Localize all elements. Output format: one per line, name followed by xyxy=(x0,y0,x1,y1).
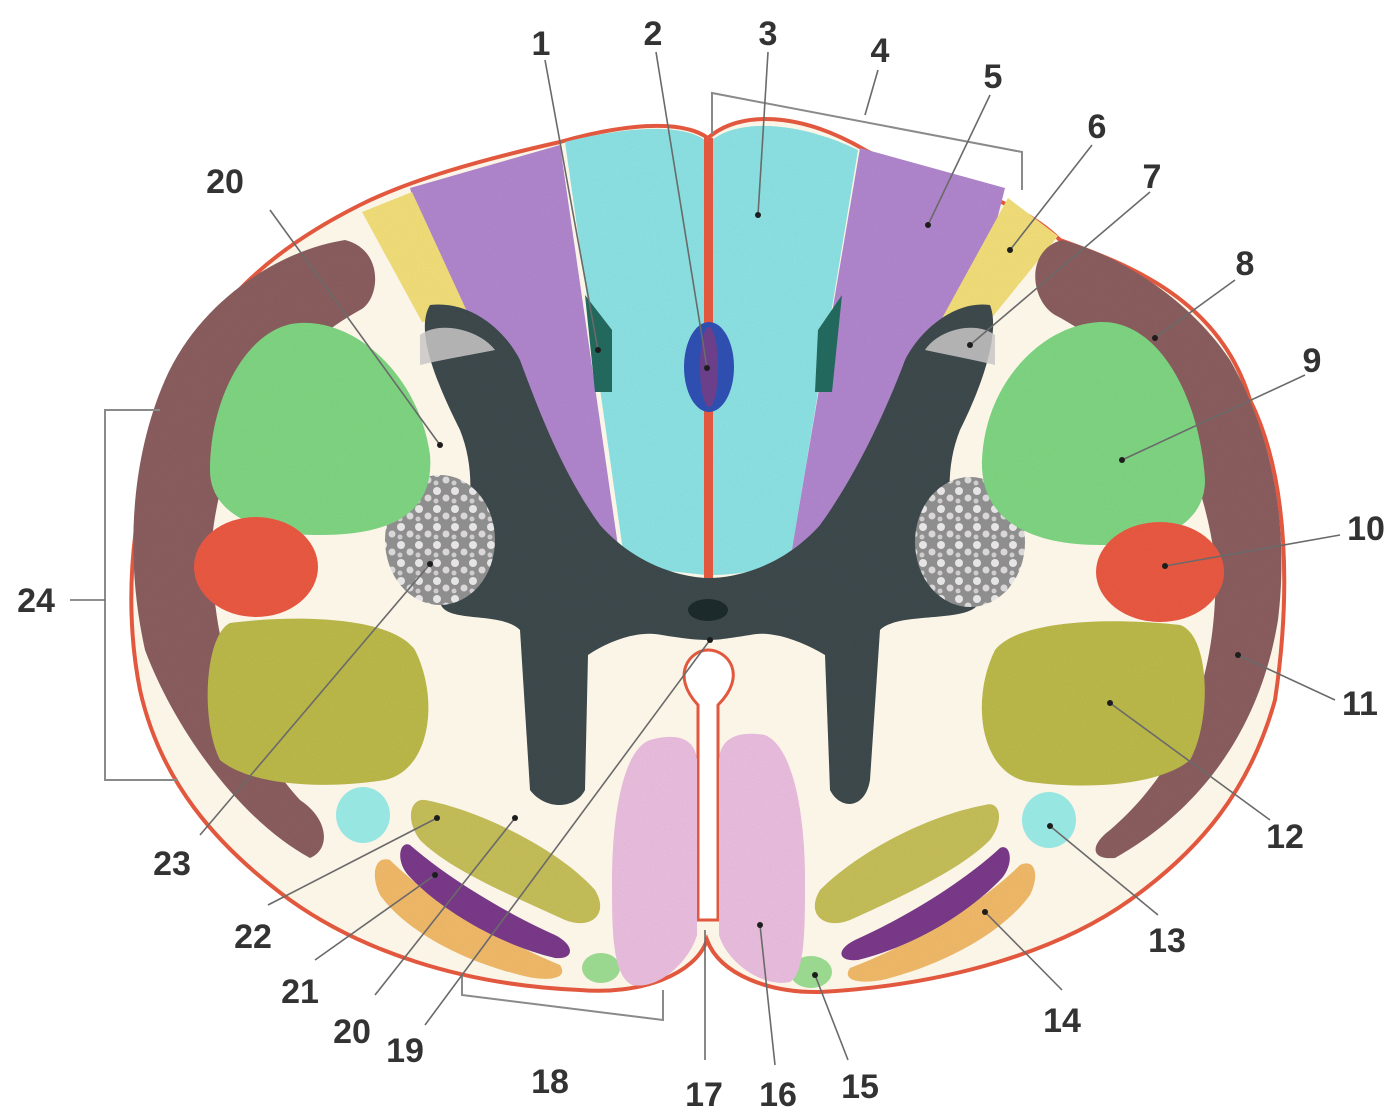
pointer-dot-8 xyxy=(1152,335,1158,341)
pointer-dot-23 xyxy=(427,561,433,567)
pointer-dot-22 xyxy=(434,815,440,821)
spinotectal-tract-right xyxy=(1022,792,1076,848)
label-2: 2 xyxy=(644,15,663,53)
pointer-dot-7 xyxy=(967,342,973,348)
label-21: 21 xyxy=(281,973,319,1011)
lateral-spinothalamic-tract-right xyxy=(982,621,1205,785)
pointer-dot-10 xyxy=(1162,563,1168,569)
label-10: 10 xyxy=(1347,510,1385,548)
pointer-dot-16 xyxy=(757,922,763,928)
label-24: 24 xyxy=(17,582,55,620)
label-4: 4 xyxy=(871,32,890,70)
label-8: 8 xyxy=(1236,245,1255,283)
rubrospinal-tract-right xyxy=(1096,522,1224,622)
label-1: 1 xyxy=(532,25,551,63)
pointer-dot-19 xyxy=(707,637,713,643)
pointer-dot-21 xyxy=(432,872,438,878)
pointer-dot-20b xyxy=(512,815,518,821)
label-13: 13 xyxy=(1148,922,1186,960)
label-12: 12 xyxy=(1266,818,1304,856)
label-17: 17 xyxy=(685,1076,723,1112)
pointer-dot-3 xyxy=(755,212,761,218)
rubrospinal-tract-left xyxy=(194,517,318,617)
pointer-dot-11 xyxy=(1235,652,1241,658)
pointer-dot-6 xyxy=(1007,247,1013,253)
label-20-upper: 20 xyxy=(206,163,244,201)
central-canal-ventral xyxy=(688,599,728,621)
label-5: 5 xyxy=(984,58,1003,96)
label-7: 7 xyxy=(1143,158,1162,196)
label-20-lower: 20 xyxy=(333,1013,371,1051)
label-9: 9 xyxy=(1303,342,1322,380)
pointer-dot-20a xyxy=(437,442,443,448)
pointer-dot-15 xyxy=(812,972,818,978)
pointer-dot-14 xyxy=(982,909,988,915)
pointer-dot-9 xyxy=(1119,457,1125,463)
label-19: 19 xyxy=(386,1032,424,1070)
label-23: 23 xyxy=(153,845,191,883)
label-15: 15 xyxy=(841,1068,879,1106)
label-14: 14 xyxy=(1043,1002,1081,1040)
label-18: 18 xyxy=(531,1063,569,1101)
leader-4 xyxy=(865,70,878,115)
lateral-spinothalamic-tract-left xyxy=(208,619,429,785)
tectospinal-tract-left xyxy=(582,953,620,983)
label-16: 16 xyxy=(759,1076,797,1112)
pointer-dot-12 xyxy=(1107,700,1113,706)
spinotectal-tract-left xyxy=(336,787,390,843)
pointer-dot-2 xyxy=(704,365,710,371)
label-6: 6 xyxy=(1088,108,1107,146)
pointer-dot-1 xyxy=(595,347,601,353)
pointer-dot-5 xyxy=(925,222,931,228)
label-3: 3 xyxy=(759,15,778,53)
label-22: 22 xyxy=(234,918,272,956)
pointer-dot-13 xyxy=(1047,823,1053,829)
label-11: 11 xyxy=(1342,685,1378,723)
